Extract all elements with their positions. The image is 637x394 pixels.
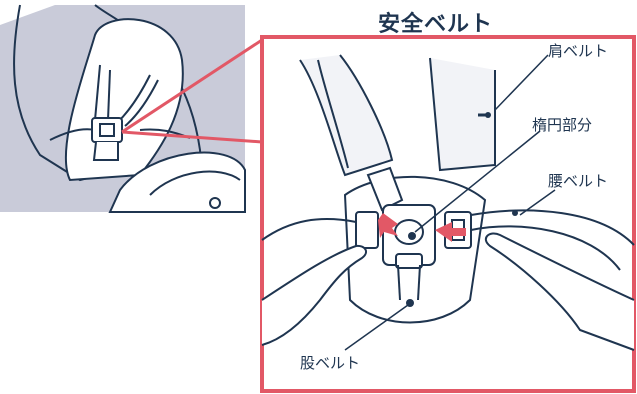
buckle-label: 楕円部分 <box>532 116 593 134</box>
diagram-title: 安全ベルト <box>378 12 494 37</box>
insert-arrows <box>378 213 466 242</box>
crotch-belt-label: 股ベルト <box>300 354 361 372</box>
lap-belt-label: 腰ベルト <box>548 172 609 190</box>
leader-dots <box>406 112 518 307</box>
buckle-detail <box>261 54 635 351</box>
shoulder-belt-label: 肩ベルト <box>548 42 609 60</box>
callout-connector <box>121 38 263 144</box>
arrow-right-icon <box>435 222 466 242</box>
arrow-left-icon <box>378 213 398 238</box>
seat-overview <box>0 4 246 213</box>
leader-lines <box>344 54 556 351</box>
